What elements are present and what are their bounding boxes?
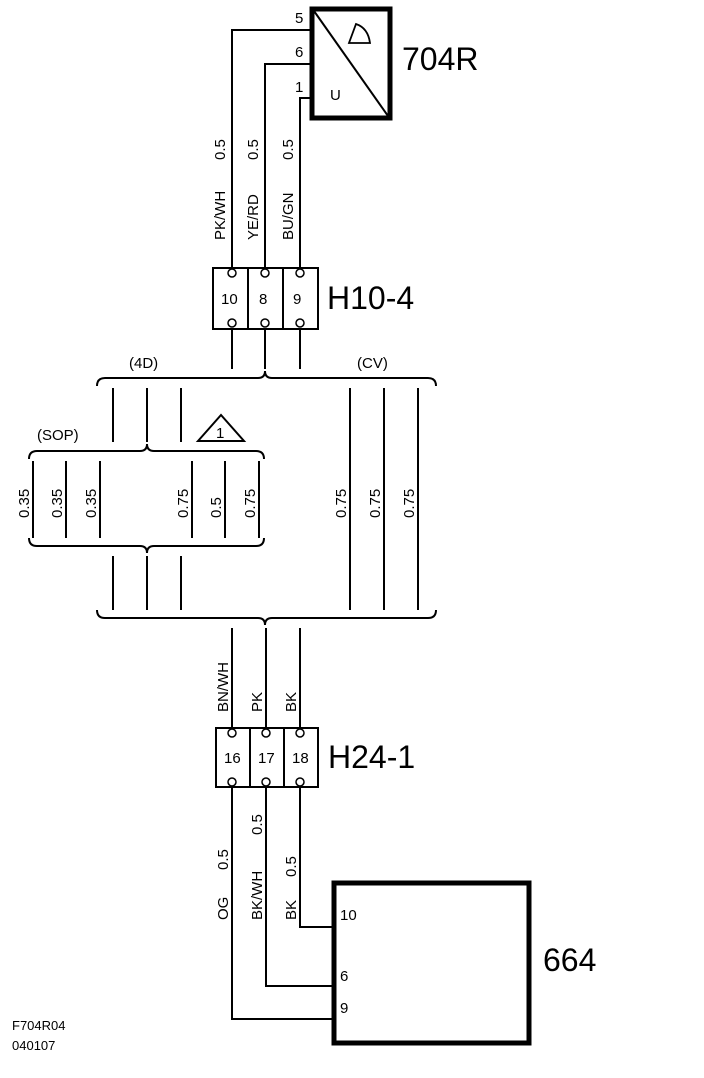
wire-pkwh-color: PK/WH	[212, 191, 229, 240]
sop-size-5: 0.5	[208, 497, 225, 518]
component-704r-inner-label: U	[330, 87, 341, 104]
sop-size-2: 0.35	[49, 489, 66, 518]
pin-704r-1: 1	[295, 79, 303, 96]
wire-bk2-size: 0.5	[283, 856, 300, 877]
note-triangle	[195, 413, 247, 442]
wire-yerd-size: 0.5	[245, 139, 262, 160]
wire-og-size: 0.5	[215, 849, 232, 870]
sop-size-3: 0.35	[83, 489, 100, 518]
wire-bugn-size: 0.5	[280, 139, 297, 160]
sop-size-1: 0.35	[16, 489, 33, 518]
pin-704r-6: 6	[295, 44, 303, 61]
label-cv: (CV)	[357, 355, 388, 372]
wires-cv	[349, 388, 419, 610]
wire-bk-color: BK	[283, 692, 300, 712]
wires-sop	[32, 461, 260, 538]
wire-pkwh-size: 0.5	[212, 139, 229, 160]
h24-pin-17: 17	[258, 750, 275, 767]
wires-4d-lower	[112, 556, 182, 610]
sop-size-6: 0.75	[242, 489, 259, 518]
connector-h24-1-id: H24-1	[328, 739, 415, 775]
label-4d-top: (4D)	[129, 355, 158, 372]
h10-pin-8: 8	[259, 291, 267, 308]
brace-bottom	[96, 609, 437, 626]
wires-bottom	[231, 787, 334, 1020]
component-664-id: 664	[543, 942, 596, 978]
footer-date: 040107	[12, 1038, 55, 1053]
sop-size-4: 0.75	[175, 489, 192, 518]
brace-sop-bottom	[28, 537, 265, 554]
h10-pin-10: 10	[221, 291, 238, 308]
cv-size-2: 0.75	[367, 489, 384, 518]
wire-bk2-color: BK	[283, 900, 300, 920]
wire-bkwh-color: BK/WH	[249, 871, 266, 920]
cv-size-3: 0.75	[401, 489, 418, 518]
wire-og-color: OG	[215, 897, 232, 920]
pin-704r-5: 5	[295, 10, 303, 27]
component-704r[interactable]: U	[309, 6, 393, 121]
pin-664-6: 6	[340, 968, 348, 985]
sensor-angle-icon	[347, 22, 372, 44]
label-sop: (SOP)	[37, 427, 79, 444]
connector-h10-4-id: H10-4	[327, 280, 414, 316]
brace-sop-top	[28, 443, 265, 460]
h24-pin-16: 16	[224, 750, 241, 767]
wire-bugn-color: BU/GN	[280, 192, 297, 240]
connector-h10-4[interactable]	[212, 267, 319, 330]
wires-mid	[231, 628, 301, 728]
footer-code: F704R04	[12, 1018, 65, 1033]
cv-size-1: 0.75	[333, 489, 350, 518]
wire-bkwh-size: 0.5	[249, 814, 266, 835]
wires-4d-upper	[112, 388, 182, 442]
note-number: 1	[216, 425, 224, 442]
wires-top	[231, 29, 312, 268]
h10-pin-9: 9	[293, 291, 301, 308]
wire-yerd-color: YE/RD	[245, 194, 262, 240]
connector-h24-1[interactable]	[215, 727, 319, 788]
wires-h10-down	[231, 329, 301, 369]
wire-bnwh-color: BN/WH	[215, 662, 232, 712]
component-664[interactable]	[331, 880, 532, 1046]
h24-pin-18: 18	[292, 750, 309, 767]
brace-top	[96, 370, 437, 387]
pin-664-9: 9	[340, 1000, 348, 1017]
component-704r-id: 704R	[402, 41, 479, 77]
pin-664-10: 10	[340, 907, 357, 924]
wire-pk-color: PK	[249, 692, 266, 712]
